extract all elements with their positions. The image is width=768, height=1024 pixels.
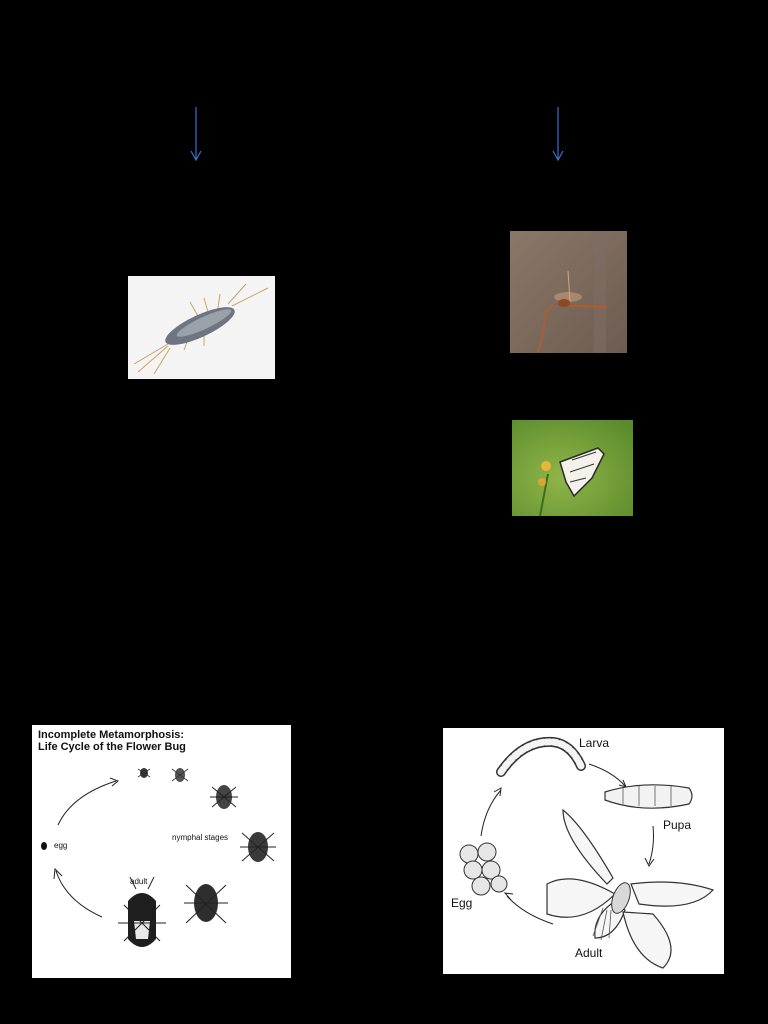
label-larva: Larva — [579, 736, 610, 750]
label-nymphal-stages: nymphal stages — [172, 833, 229, 842]
label-pupa: Pupa — [663, 818, 692, 832]
diagram-title-line1: Incomplete Metamorphosis: — [38, 729, 185, 741]
label-egg: egg — [54, 841, 68, 850]
arrow-down-icon — [552, 107, 564, 162]
silverfish-photo — [128, 276, 275, 379]
arrow-down-icon — [190, 107, 202, 162]
diagram-title-line2: Life Cycle of the Flower Bug — [38, 741, 186, 753]
moth-cycle-drawing — [459, 736, 715, 969]
incomplete-metamorphosis-diagram: Incomplete Metamorphosis: Life Cycle of … — [32, 725, 291, 978]
flower-bug-cycle-drawing — [41, 768, 276, 947]
label-adult: Adult — [575, 946, 603, 960]
complete-metamorphosis-diagram: Larva Pupa Egg Adult — [443, 728, 724, 974]
label-adult: adult — [130, 877, 148, 886]
butterfly-photo — [512, 420, 633, 516]
label-egg: Egg — [451, 896, 473, 910]
dragonfly-photo — [510, 231, 627, 353]
